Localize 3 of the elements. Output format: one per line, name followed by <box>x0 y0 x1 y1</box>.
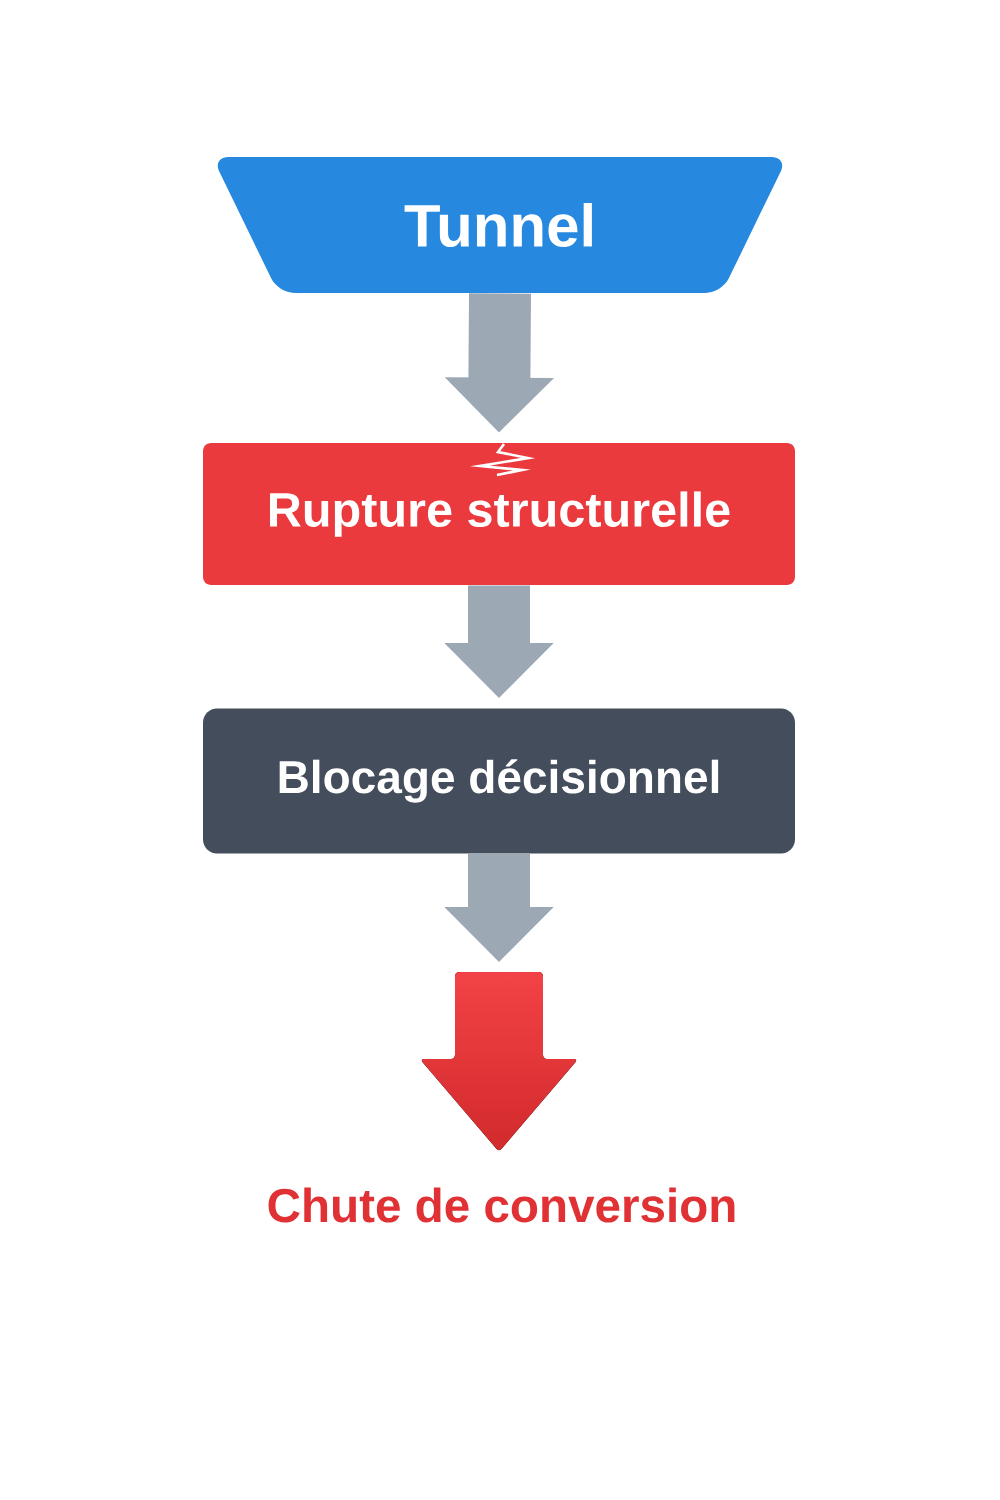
caption-text: Chute de conversion <box>268 1187 735 1223</box>
process-box: Rupture structurelle <box>203 443 795 585</box>
process-box: Blocage décisionnel <box>203 708 795 854</box>
